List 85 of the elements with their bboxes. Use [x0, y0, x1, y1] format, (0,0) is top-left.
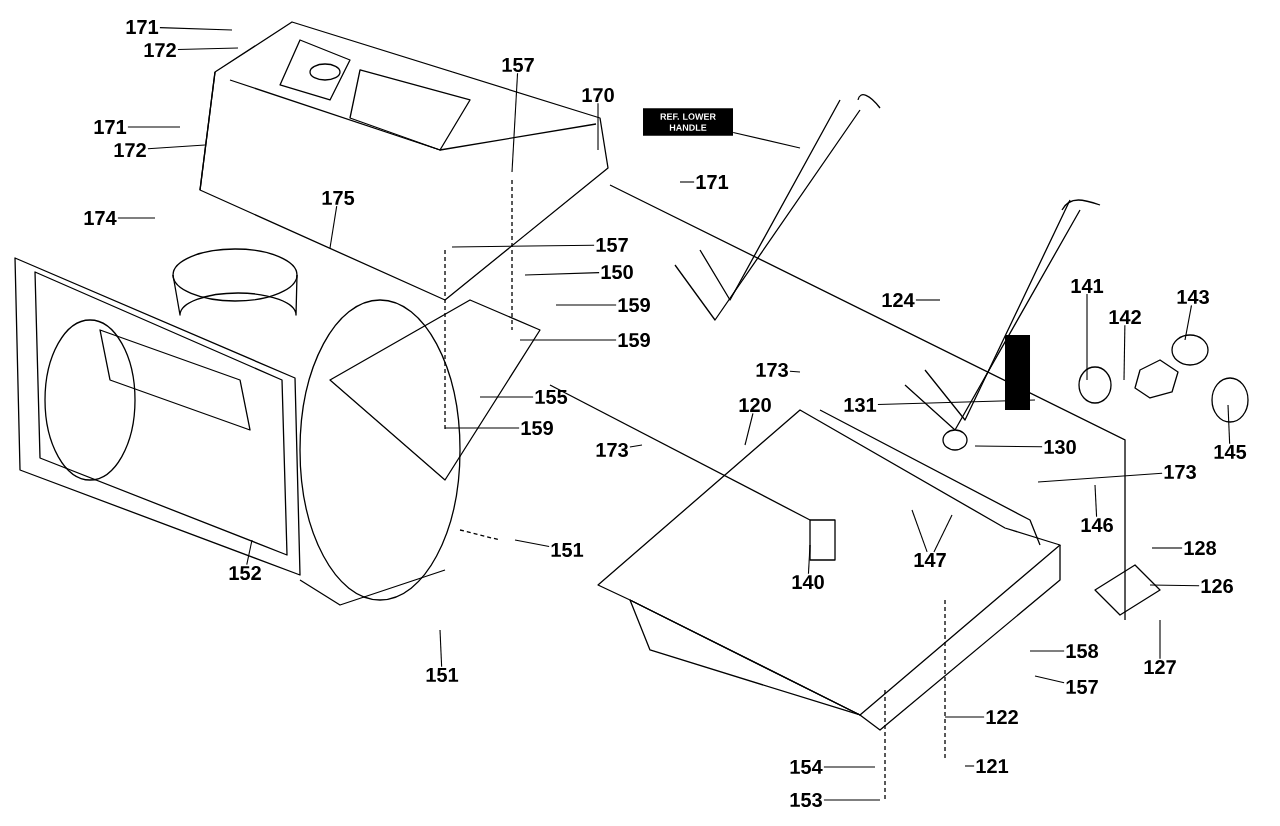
callout-number: 157 — [502, 58, 534, 72]
leader-line — [159, 27, 233, 31]
callout-number: 126 — [1201, 578, 1233, 594]
callout-number: 141 — [1071, 279, 1104, 293]
leader-line — [479, 396, 534, 398]
callout-number: 175 — [322, 191, 355, 205]
callout-number: 173 — [596, 442, 628, 458]
leader-line — [1123, 324, 1126, 381]
reference-label: REF. LOWER HANDLE — [643, 108, 733, 136]
leader-line — [964, 765, 975, 767]
leader-line — [1037, 472, 1163, 483]
callout-number: 170 — [582, 87, 614, 103]
leader-line — [147, 144, 206, 150]
callout-number: 172 — [144, 43, 176, 57]
callout-number: 122 — [986, 710, 1018, 724]
leader-line — [597, 102, 599, 151]
callout-number: 145 — [1214, 445, 1247, 459]
leader-line — [1086, 293, 1088, 381]
callout-number: 150 — [601, 264, 633, 280]
leader-line — [117, 217, 156, 219]
leader-line — [789, 370, 801, 373]
callout-number: 158 — [1066, 643, 1099, 659]
callout-number: 124 — [882, 293, 915, 307]
callout-number: 173 — [1164, 464, 1196, 480]
leader-line — [246, 539, 253, 566]
leader-line — [1034, 675, 1065, 684]
callout-number: 146 — [1081, 517, 1113, 533]
leader-line — [451, 244, 595, 248]
callout-number: 153 — [790, 792, 822, 808]
callout-number: 140 — [792, 574, 824, 590]
leader-line — [877, 399, 1036, 406]
leader-line — [439, 629, 443, 668]
leader-line — [911, 509, 928, 553]
callout-number: 131 — [844, 397, 877, 413]
leader-line — [127, 126, 181, 128]
leader-line — [1149, 584, 1200, 587]
leader-line — [1029, 650, 1065, 652]
leader-line — [933, 514, 953, 553]
leader-line — [444, 427, 520, 429]
leader-line — [823, 799, 881, 801]
callout-number: 151 — [426, 668, 459, 682]
callout-number: 128 — [1184, 540, 1217, 556]
leader-line — [1159, 619, 1161, 660]
callout-number: 120 — [739, 397, 771, 413]
leader-line — [177, 47, 239, 51]
leader-line — [519, 339, 617, 341]
callout-number: 157 — [596, 238, 628, 252]
leader-line — [1151, 547, 1183, 549]
leader-line — [807, 544, 811, 575]
leader-line — [823, 766, 876, 768]
callout-number: 121 — [976, 759, 1009, 773]
callout-number: 173 — [756, 362, 788, 378]
callout-number: 159 — [618, 332, 650, 348]
leader-line — [1184, 304, 1192, 341]
callout-number: 159 — [521, 420, 553, 436]
callout-number: 159 — [618, 297, 650, 313]
leader-line — [329, 205, 338, 249]
leader-line — [974, 445, 1043, 448]
callout-number: 130 — [1044, 439, 1076, 455]
leader-line — [629, 444, 643, 448]
callout-number: 157 — [1066, 680, 1098, 694]
callout-number: 127 — [1144, 660, 1176, 674]
callout-number: 151 — [551, 543, 584, 557]
leader-line — [732, 131, 801, 149]
callout-number: 142 — [1109, 310, 1141, 324]
callout-number: 147 — [914, 553, 946, 567]
leader-line — [511, 72, 519, 173]
callout-number: 171 — [94, 120, 127, 134]
leader-line — [514, 539, 550, 548]
leader-line — [679, 181, 695, 183]
leader-line — [915, 299, 941, 301]
callout-number: 172 — [114, 143, 146, 157]
leader-line — [524, 272, 600, 276]
callout-number: 174 — [84, 211, 117, 225]
leader-line — [944, 716, 985, 718]
leader-line — [1094, 484, 1098, 518]
leader-line — [555, 304, 617, 306]
callout-number: 171 — [696, 175, 729, 189]
callout-number: 154 — [790, 760, 823, 774]
callout-number: 171 — [126, 20, 159, 34]
callout-number: 155 — [535, 390, 568, 404]
callout-number: 143 — [1177, 289, 1209, 305]
callout-number: 152 — [229, 565, 261, 581]
leader-line — [1227, 404, 1231, 445]
leader-line — [744, 412, 754, 446]
